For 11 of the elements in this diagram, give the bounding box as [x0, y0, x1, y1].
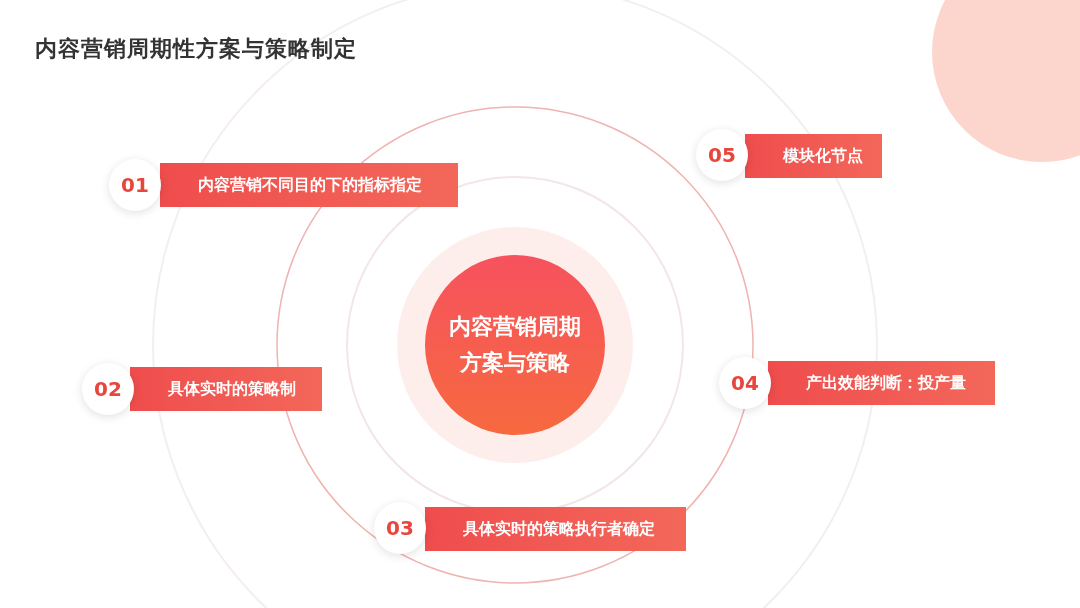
label-bar: 模块化节点: [745, 134, 882, 178]
label-bar: 具体实时的策略制: [130, 367, 322, 411]
title: 内容营销周期性方案与策略制定: [35, 35, 357, 63]
number-circle: 03: [374, 502, 426, 554]
label-bar: 内容营销不同目的下的指标指定: [160, 163, 458, 207]
label-bar: 具体实时的策略执行者确定: [425, 507, 686, 551]
number-circle: 05: [696, 129, 748, 181]
number-circle: 04: [719, 357, 771, 409]
label-bar: 产出效能判断：投产量: [768, 361, 995, 405]
number-circle: 02: [82, 363, 134, 415]
number-circle: 01: [109, 159, 161, 211]
